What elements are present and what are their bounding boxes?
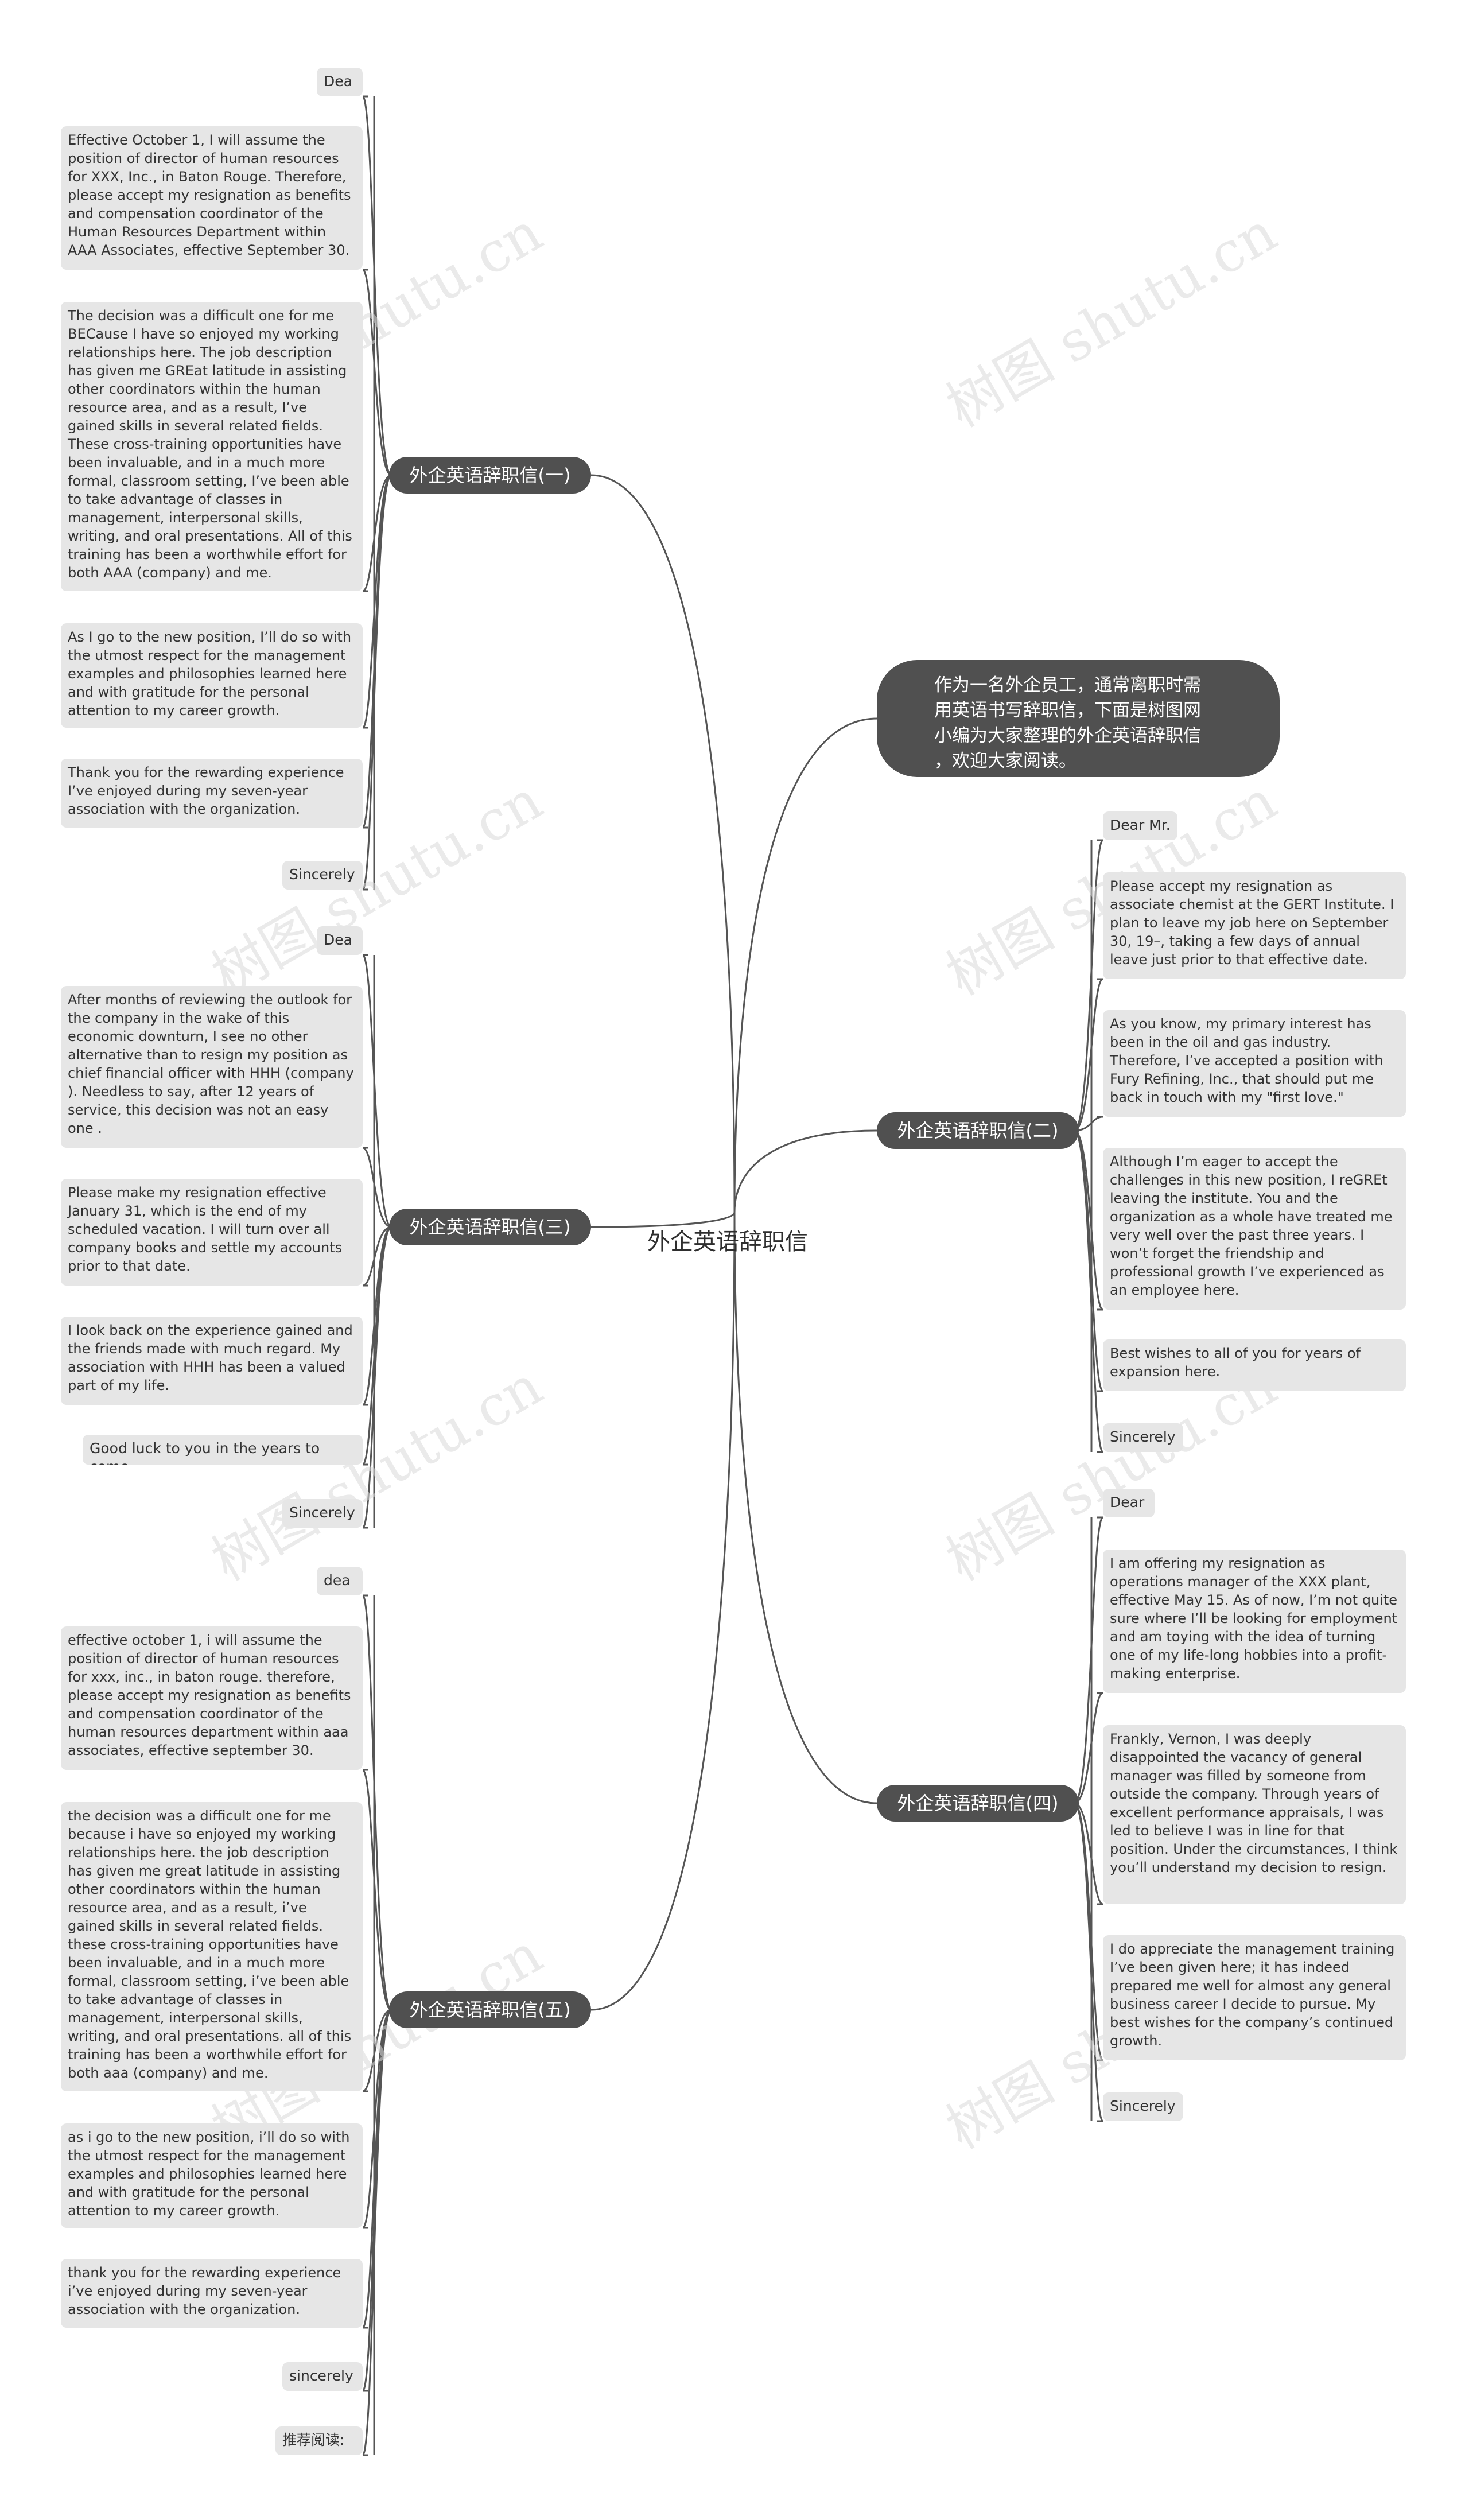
leaf-connector: [362, 2009, 392, 2456]
leaf-connector: [1074, 978, 1103, 1132]
root-connector: [733, 717, 877, 1213]
root-connector: [733, 1129, 877, 1213]
leaf-node[interactable]: Sincerely,: [282, 861, 363, 890]
leaf-node[interactable]: Dear: [317, 926, 363, 955]
leaf-node[interactable]: I look back on the experience gained and…: [61, 1317, 363, 1405]
root-connector: [590, 474, 736, 1213]
leaf-connector: [362, 1147, 392, 1228]
leaf-node[interactable]: I am offering my resignation as operatio…: [1103, 1550, 1406, 1693]
leaf-connector: [362, 1769, 392, 2011]
leaf-node[interactable]: Please accept my resignation as associat…: [1103, 872, 1406, 979]
leaf-connector: [362, 1594, 392, 2011]
leaf-node[interactable]: Although I’m eager to accept the challen…: [1103, 1148, 1406, 1310]
leaf-connector: [1074, 1129, 1104, 1453]
leaf-node[interactable]: Dear Mr.: [1103, 811, 1177, 840]
leaf-connector: [362, 2009, 392, 2392]
leaf-node[interactable]: dear: [317, 1567, 363, 1595]
root-connector: [733, 1212, 877, 1804]
leaf-node[interactable]: After months of reviewing the outlook fo…: [61, 986, 363, 1148]
leaf-node[interactable]: Best wishes to all of you for years of e…: [1103, 1339, 1406, 1391]
leaf-node[interactable]: thank you for the rewarding experience i…: [61, 2259, 363, 2328]
root-connector: [590, 1212, 736, 1228]
leaf-connector: [362, 474, 392, 829]
leaf-node[interactable]: Please make my resignation effective Jan…: [61, 1179, 363, 1286]
leaf-node[interactable]: Sincerely,: [1103, 1423, 1183, 1452]
branch-node-3[interactable]: 外企英语辞职信(三): [389, 1209, 591, 1245]
leaf-node[interactable]: Frankly, Vernon, I was deeply disappoint…: [1103, 1725, 1406, 1904]
branch-node-5[interactable]: 外企英语辞职信(五): [389, 1991, 591, 2028]
leaf-connector: [1074, 1802, 1104, 2122]
branch-node-4[interactable]: 外企英语辞职信(四): [877, 1785, 1079, 1822]
branch-node-2[interactable]: 外企英语辞职信(二): [877, 1112, 1079, 1149]
leaf-connector: [362, 1226, 392, 1529]
leaf-node[interactable]: sincerely,: [282, 2362, 363, 2391]
leaf-node[interactable]: Thank you for the rewarding experience I…: [61, 759, 363, 828]
leaf-node[interactable]: Dear: [317, 68, 363, 96]
leaf-node[interactable]: Good luck to you in the years to come.: [83, 1435, 363, 1465]
leaf-node[interactable]: as i go to the new position, i’ll do so …: [61, 2123, 363, 2228]
leaf-node[interactable]: Effective October 1, I will assume the p…: [61, 126, 363, 270]
leaf-node[interactable]: effective october 1, i will assume the p…: [61, 1626, 363, 1770]
leaf-node[interactable]: 推荐阅读:: [275, 2426, 363, 2455]
branch-node-1[interactable]: 外企英语辞职信(一): [389, 457, 591, 494]
leaf-node[interactable]: Sincerely,: [1103, 2092, 1183, 2121]
intro-callout[interactable]: 作为一名外企员工，通常离职时需 用英语书写辞职信，下面是树图网 小编为大家整理的…: [877, 660, 1280, 777]
leaf-node[interactable]: As I go to the new position, I’ll do so …: [61, 623, 363, 728]
leaf-connector: [362, 954, 392, 1228]
root-topic[interactable]: 外企英语辞职信: [647, 1229, 808, 1255]
leaf-node[interactable]: Sincerely,: [282, 1499, 363, 1528]
root-connector: [590, 1212, 736, 2011]
leaf-node[interactable]: As you know, my primary interest has bee…: [1103, 1010, 1406, 1117]
leaf-node[interactable]: I do appreciate the management training …: [1103, 1935, 1406, 2060]
leaf-node[interactable]: The decision was a difficult one for me …: [61, 302, 363, 591]
leaf-connector: [362, 269, 392, 476]
leaf-node[interactable]: the decision was a difficult one for me …: [61, 1802, 363, 2091]
leaf-node[interactable]: Dear: [1103, 1489, 1155, 1517]
